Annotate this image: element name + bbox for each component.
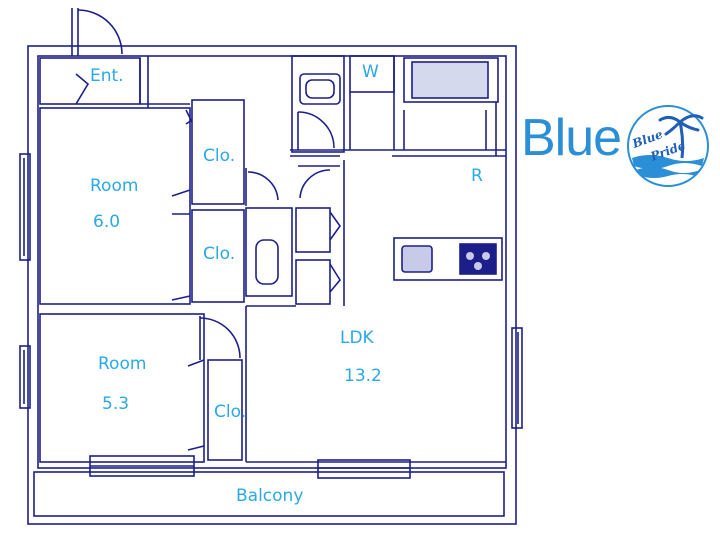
label-closet-2: Clo. <box>203 244 236 264</box>
label-room-1-size: 6.0 <box>93 212 121 232</box>
label-room-2-size: 5.3 <box>102 394 130 414</box>
label-room-2: Room <box>98 354 147 374</box>
label-ldk: LDK <box>340 328 374 348</box>
inner-wall <box>37 55 507 469</box>
storage-2 <box>295 259 331 305</box>
label-closet-1: Clo. <box>203 146 236 166</box>
washer-box <box>403 57 499 103</box>
palm-wave-icon <box>627 105 709 187</box>
window-bottom-2 <box>317 459 411 479</box>
window-left-1 <box>19 153 31 261</box>
label-entrance: Ent. <box>90 66 124 86</box>
room-1-area <box>39 107 191 305</box>
toilet-area <box>245 207 293 297</box>
closet-3-area <box>207 359 243 461</box>
room-2-area <box>39 313 205 463</box>
label-washroom: W <box>362 62 379 82</box>
label-ldk-size: 13.2 <box>344 366 382 386</box>
outer-wall <box>27 45 517 525</box>
label-refrigerator: R <box>471 166 483 186</box>
label-balcony: Balcony <box>236 486 304 506</box>
bathtub <box>299 73 341 105</box>
storage-1 <box>295 207 331 253</box>
label-closet-3: Clo. <box>214 402 247 422</box>
closet-1-area <box>191 99 245 205</box>
closet-2-area <box>191 209 245 303</box>
bath-area <box>291 55 345 153</box>
label-room-1: Room <box>90 176 139 196</box>
kitchen-counter <box>393 237 503 281</box>
brand-logo: Blue Pride <box>622 100 714 192</box>
window-left-2 <box>19 345 31 409</box>
window-right <box>511 327 523 429</box>
brand-name: Blue <box>521 109 622 167</box>
balcony-area <box>33 471 505 517</box>
